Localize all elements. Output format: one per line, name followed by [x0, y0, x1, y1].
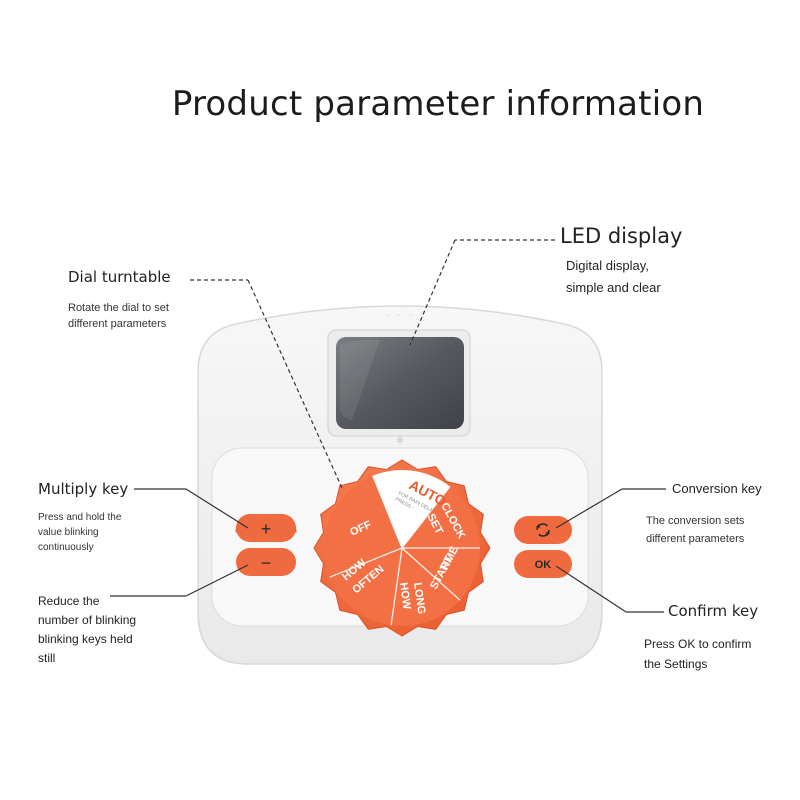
led-desc-line: Digital display,: [566, 258, 649, 273]
dial-label-how-long-2: LONG: [411, 582, 427, 615]
reduce-desc-line: Reduce the: [38, 594, 100, 608]
confirm-key-desc: Press OK to confirm the Settings: [644, 634, 751, 674]
dial-segment-line: [329, 547, 403, 578]
confirm-desc-line: the Settings: [644, 657, 708, 671]
dial-white-wedge: [372, 470, 450, 548]
plus-button[interactable]: +: [235, 514, 297, 542]
multiply-key-title: Multiply key: [38, 480, 129, 498]
conversion-key-title: Conversion key: [672, 481, 762, 496]
led-display-desc: Digital display, simple and clear: [566, 255, 661, 299]
dial-turntable[interactable]: AUTO FOR RAIN DELAY PRESS - OFF SET CLOC…: [313, 459, 491, 637]
ok-label: OK: [535, 559, 552, 571]
reduce-desc-line: still: [38, 651, 56, 665]
ok-button[interactable]: OK: [514, 550, 572, 578]
multiply-desc-line: Press and hold the: [38, 512, 122, 523]
dial-turntable-desc: Rotate the dial to set different paramet…: [68, 300, 169, 332]
conversion-desc-line: The conversion sets: [646, 515, 745, 527]
led-display-title: LED display: [560, 224, 683, 248]
led-screen: [336, 337, 464, 429]
minus-label: −: [261, 553, 272, 573]
plus-label: +: [261, 519, 272, 539]
dial-desc-line: Rotate the dial to set: [68, 302, 169, 314]
page-title: Product parameter information: [171, 84, 705, 124]
housing-emboss: ~ ~ ~: [385, 310, 416, 320]
dial-label-how-long-1: HOW: [397, 582, 413, 611]
minus-button[interactable]: −: [236, 548, 296, 576]
confirm-key-title: Confirm key: [668, 602, 759, 620]
conversion-button[interactable]: [514, 516, 572, 544]
reduce-key-desc: Reduce the number of blinking blinking k…: [38, 592, 136, 668]
multiply-key-desc: Press and hold the value blinking contin…: [38, 510, 121, 555]
multiply-desc-line: continuously: [38, 542, 94, 553]
reduce-desc-line: number of blinking: [38, 613, 137, 627]
led-desc-line: simple and clear: [566, 280, 661, 295]
conversion-key-desc: The conversion sets different parameters: [646, 512, 744, 548]
dial-desc-line: different parameters: [68, 318, 167, 330]
confirm-desc-line: Press OK to confirm: [644, 637, 752, 651]
dial-turntable-title: Dial turntable: [68, 268, 171, 286]
reduce-desc-line: blinking keys held: [38, 632, 133, 646]
dial-segment-line: [401, 547, 461, 601]
multiply-desc-line: value blinking: [38, 527, 99, 538]
conversion-desc-line: different parameters: [646, 533, 745, 545]
dial-segment-line: [390, 547, 403, 626]
conversion-icon: [536, 523, 550, 537]
